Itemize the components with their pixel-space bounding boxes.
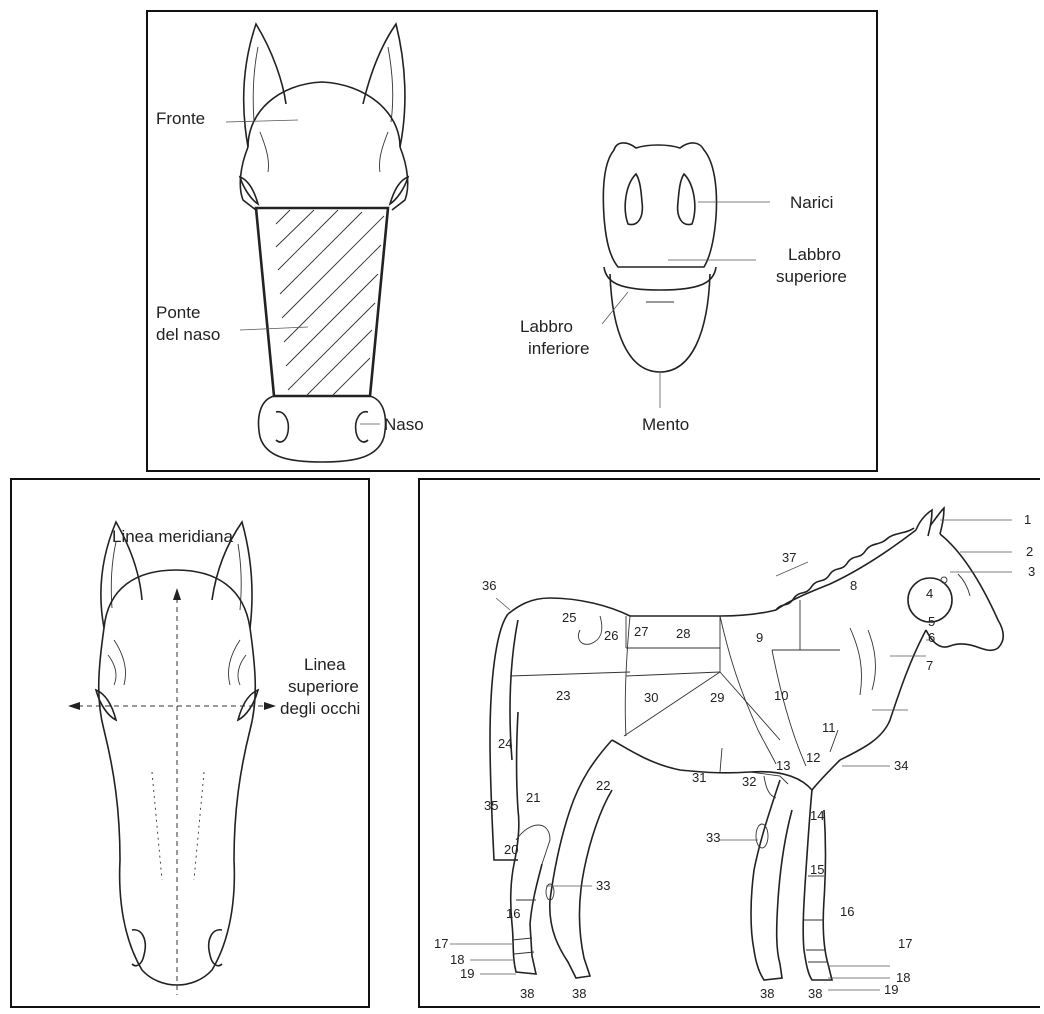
- region-number-1: 1: [1024, 512, 1031, 527]
- region-number-34: 34: [894, 758, 908, 773]
- region-number-19-front: 19: [884, 982, 898, 997]
- region-number-3: 3: [1028, 564, 1035, 579]
- region-number-16-front: 16: [840, 904, 854, 919]
- region-number-37: 37: [782, 550, 796, 565]
- region-number-22: 22: [596, 778, 610, 793]
- region-number-14: 14: [810, 808, 824, 823]
- region-number-2: 2: [1026, 544, 1033, 559]
- region-number-12: 12: [806, 750, 820, 765]
- body-regions-panel: 1 2 3 4 5 6 7 8 9 10 11 12 13 14 15 16 1…: [418, 478, 1040, 1008]
- region-number-11: 11: [822, 720, 836, 735]
- region-number-36: 36: [482, 578, 496, 593]
- region-number-38-b: 38: [572, 986, 586, 1001]
- region-number-16-hind: 16: [506, 906, 520, 921]
- region-number-27: 27: [634, 624, 648, 639]
- head-lines-diagram: Linea meridiana Linea superiore degli oc…: [12, 480, 372, 1010]
- label-superiore: superiore: [288, 677, 359, 696]
- label-ponte-del-naso-2: del naso: [156, 325, 220, 344]
- region-number-19-hind: 19: [460, 966, 474, 981]
- region-number-10: 10: [774, 688, 788, 703]
- region-number-29: 29: [710, 690, 724, 705]
- head-lines-panel: Linea meridiana Linea superiore degli oc…: [10, 478, 370, 1008]
- body-regions-diagram: 1 2 3 4 5 6 7 8 9 10 11 12 13 14 15 16 1…: [420, 480, 1042, 1010]
- label-fronte: Fronte: [156, 109, 205, 128]
- region-number-28: 28: [676, 626, 690, 641]
- region-number-38-d: 38: [808, 986, 822, 1001]
- label-linea-meridiana: Linea meridiana: [112, 527, 234, 546]
- label-mento: Mento: [642, 415, 689, 434]
- label-degli-occhi: degli occhi: [280, 699, 360, 718]
- label-narici: Narici: [790, 193, 833, 212]
- region-number-26: 26: [604, 628, 618, 643]
- region-number-38-a: 38: [520, 986, 534, 1001]
- region-number-13: 13: [776, 758, 790, 773]
- region-number-24: 24: [498, 736, 512, 751]
- label-ponte-del-naso-1: Ponte: [156, 303, 200, 322]
- region-number-17-front: 17: [898, 936, 912, 951]
- label-labbro-inferiore-2: inferiore: [528, 339, 589, 358]
- label-labbro-superiore-1: Labbro: [788, 245, 841, 264]
- region-number-35: 35: [484, 798, 498, 813]
- region-number-9: 9: [756, 630, 763, 645]
- region-number-18-hind: 18: [450, 952, 464, 967]
- region-number-38-c: 38: [760, 986, 774, 1001]
- label-labbro-superiore-2: superiore: [776, 267, 847, 286]
- region-number-32: 32: [742, 774, 756, 789]
- region-number-21: 21: [526, 790, 540, 805]
- region-number-25: 25: [562, 610, 576, 625]
- region-number-15: 15: [810, 862, 824, 877]
- head-front-diagram: Fronte Ponte del naso Naso Narici Labbro…: [148, 12, 880, 474]
- region-number-7: 7: [926, 658, 933, 673]
- region-number-17-hind: 17: [434, 936, 448, 951]
- label-labbro-inferiore-1: Labbro: [520, 317, 573, 336]
- label-linea: Linea: [304, 655, 346, 674]
- region-number-23: 23: [556, 688, 570, 703]
- label-naso: Naso: [384, 415, 424, 434]
- region-number-31: 31: [692, 770, 706, 785]
- region-number-8: 8: [850, 578, 857, 593]
- region-number-4: 4: [926, 586, 933, 601]
- region-number-20: 20: [504, 842, 518, 857]
- region-number-5: 5: [928, 614, 935, 629]
- region-number-33-hind: 33: [596, 878, 610, 893]
- head-anatomy-panel: Fronte Ponte del naso Naso Narici Labbro…: [146, 10, 878, 472]
- region-number-6: 6: [928, 630, 935, 645]
- region-number-33-front: 33: [706, 830, 720, 845]
- region-number-30: 30: [644, 690, 658, 705]
